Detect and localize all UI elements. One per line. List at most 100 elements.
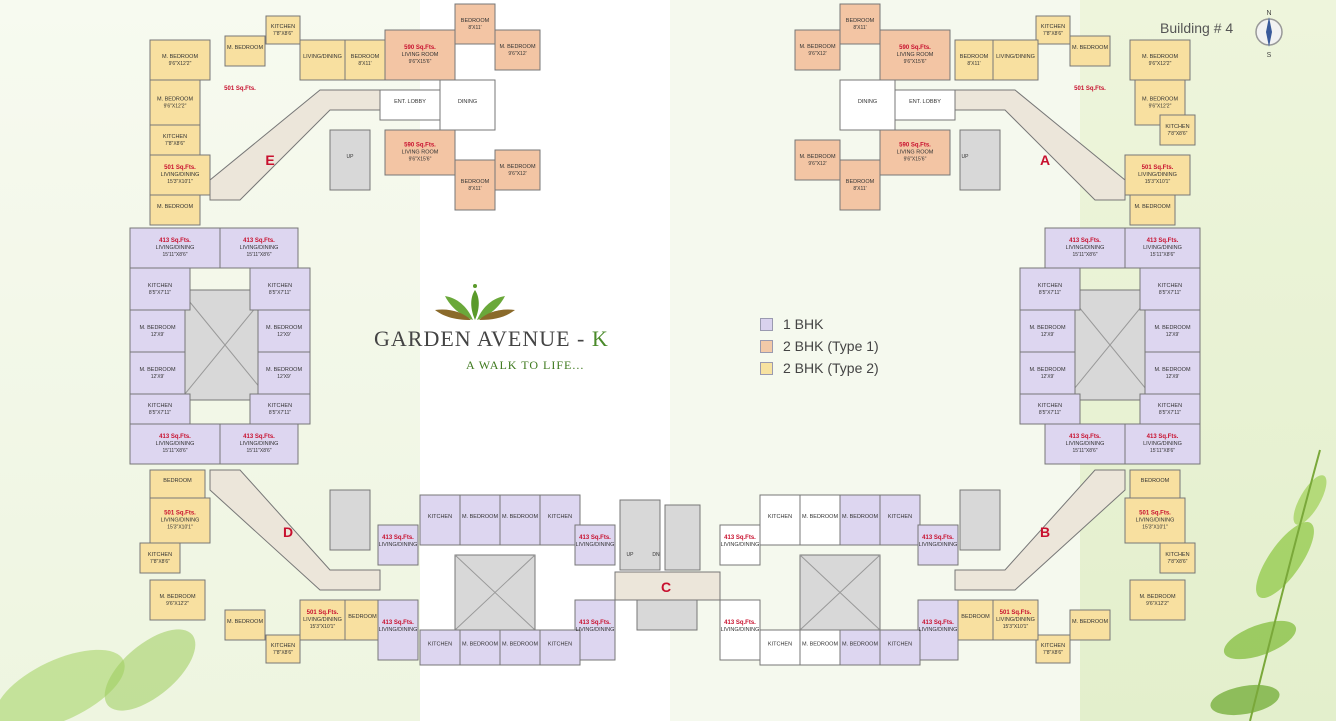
left-kitchen-1-title: KITCHEN: [148, 283, 172, 289]
wing-a-bedroom: [954, 39, 994, 81]
wing-a-stair: [959, 129, 1001, 191]
wing-d-corridor: [209, 469, 381, 591]
wing-a-kitchen: [1035, 15, 1071, 45]
garden-avenue-logo: [435, 284, 515, 320]
wing-d-living-2-dim: 15'3"X10'1": [310, 624, 336, 630]
right-mbed-2-title: M. BEDROOM: [1154, 325, 1190, 331]
wing-e-t1-bed-top-title: BEDROOM: [461, 18, 490, 24]
wing-e-t1-mbed-top-title: M. BEDROOM: [499, 44, 535, 50]
wing-e-ent-lobby-title: ENT. LOBBY: [394, 99, 426, 105]
right-mbed-3: [1019, 351, 1076, 395]
wing-a-mbed-4-title: M. BEDROOM: [1134, 204, 1170, 210]
wing-e-living-2-area: 501 Sq.Fts.: [164, 165, 196, 171]
right-unit-bot-2-area: 413 Sq.Fts.: [1147, 434, 1179, 440]
c-right-mbed-4-title: M. BEDROOM: [842, 642, 878, 648]
right-unit-top-2-dim: 15'11"X8'6": [1150, 252, 1175, 258]
wing-e-mbed-2-title: M. BEDROOM: [227, 45, 263, 51]
c-living-3: [574, 524, 616, 566]
wing-b-stair: [959, 489, 1001, 551]
c-right-mbed-4: [839, 629, 881, 666]
left-kitchen-2-dim: 8'5"X7'11": [269, 290, 292, 296]
wing-d-kitchen-title: KITCHEN: [148, 552, 172, 558]
right-unit-bot-2-dim: 15'11"X8'6": [1150, 448, 1175, 454]
wing-e-kitchen-2-dim: 7'8"X8'6": [165, 141, 185, 147]
c-mbed-1: [459, 494, 501, 546]
right-unit-bot-2-title: LIVING/DINING: [1143, 441, 1182, 447]
legend-swatch-1bhk: [760, 317, 773, 331]
left-mbed-1: [129, 309, 186, 353]
c-kitchen-1: [419, 494, 461, 546]
right-mbed-4-title: M. BEDROOM: [1154, 367, 1190, 373]
right-kitchen-2: [1139, 267, 1201, 311]
c-right-kitchen-4-title: KITCHEN: [888, 642, 912, 648]
wing-e-t1-mbed-bot-title: M. BEDROOM: [499, 164, 535, 170]
c-right-kitchen-1-title: KITCHEN: [768, 514, 792, 520]
right-kitchen-2-title: KITCHEN: [1158, 283, 1182, 289]
wing-b-bedroom-title: BEDROOM: [1141, 478, 1170, 484]
building-number: Building # 4: [1160, 20, 1234, 36]
wing-e-t1-living-bot-dim: 9'6"X15'6": [409, 157, 432, 163]
wing-a-mbed-title: M. BEDROOM: [1142, 54, 1178, 60]
left-mbed-2-title: M. BEDROOM: [266, 325, 302, 331]
wing-d-label: D: [283, 524, 293, 540]
wing-a-mbed-2-title: M. BEDROOM: [1072, 45, 1108, 51]
wing-a-t1-living-bot-title: LIVING ROOM: [897, 150, 934, 156]
wing-a-t1-bed-top-dim: 8'X11': [853, 25, 866, 31]
left-unit-bot-1-dim: 15'11"X8'6": [162, 448, 187, 454]
wing-a-t1-mbed-bot: [794, 139, 841, 181]
c-mbed-4-title: M. BEDROOM: [502, 642, 538, 648]
wing-b-mbed-title: M. BEDROOM: [1139, 594, 1175, 600]
wing-e-living-2-dim: 15'3"X10'1": [167, 179, 193, 185]
wing-a-bedroom-title: BEDROOM: [960, 54, 989, 60]
c-right-kitchen-3-title: KITCHEN: [768, 642, 792, 648]
left-unit-bot-1: [129, 423, 221, 465]
wing-a-mbed: [1129, 39, 1191, 81]
c-right-kitchen-4: [879, 629, 921, 666]
c-right-mbed-2: [839, 494, 881, 546]
right-mbed-1-title: M. BEDROOM: [1029, 325, 1065, 331]
wing-e-ent-lobby: [379, 89, 441, 121]
right-kitchen-4-dim: 8'5"X7'11": [1159, 410, 1182, 416]
right-mbed-2: [1144, 309, 1201, 353]
legend-row-2bhk-type1: 2 BHK (Type 1): [760, 335, 879, 357]
wing-e-t1-bed-bot: [454, 159, 496, 211]
legend-label-2bhk-type1: 2 BHK (Type 1): [783, 338, 879, 354]
wing-a-t1-mbed-top: [794, 29, 841, 71]
wing-b-kitchen: [1159, 542, 1196, 574]
c-mbed-4: [499, 629, 541, 666]
wing-e-kitchen-title: KITCHEN: [271, 24, 295, 30]
c-right-living-4: [917, 599, 959, 661]
wing-d-bedroom-2-title: BEDROOM: [348, 614, 377, 620]
wing-e-kitchen-dim: 7'8"X8'6": [273, 31, 293, 37]
right-mbed-3-title: M. BEDROOM: [1029, 367, 1065, 373]
wing-e-t1-dining: [439, 79, 496, 131]
c-right-living-4-title: LIVING/DINING: [919, 627, 958, 633]
wing-b-kitchen-2-title: KITCHEN: [1041, 643, 1065, 649]
left-unit-top-2-dim: 15'11"X8'6": [246, 252, 271, 258]
left-unit-top-2-area: 413 Sq.Fts.: [243, 238, 275, 244]
right-mbed-4: [1144, 351, 1201, 395]
left-unit-bot-2-area: 413 Sq.Fts.: [243, 434, 275, 440]
right-unit-top-1: [1044, 227, 1126, 269]
wing-e-mbed-4: [149, 194, 201, 226]
right-unit-bot-1-title: LIVING/DINING: [1066, 441, 1105, 447]
c-right-living-2: [719, 599, 761, 661]
left-kitchen-2-title: KITCHEN: [268, 283, 292, 289]
right-kitchen-4: [1139, 393, 1201, 425]
wing-a-living: [992, 39, 1039, 81]
c-kitchen-4-title: KITCHEN: [548, 642, 572, 648]
wing-e-t1-living-top-area: 590 Sq.Fts.: [404, 45, 436, 51]
wing-a-kitchen-2-title: KITCHEN: [1165, 124, 1189, 130]
wing-d-kitchen-2-title: KITCHEN: [271, 643, 295, 649]
wing-a-t1-bed-bot: [839, 159, 881, 211]
wing-a-living-2-area: 501 Sq.Fts.: [1142, 165, 1174, 171]
c-living-3-area: 413 Sq.Fts.: [579, 535, 611, 541]
wing-a-t1-mbed-top-dim: 9'6"X12': [808, 51, 826, 57]
wing-e-bedroom-title: BEDROOM: [351, 54, 380, 60]
wing-b-bedroom-2-title: BEDROOM: [961, 614, 990, 620]
left-unit-bot-2-dim: 15'11"X8'6": [246, 448, 271, 454]
wing-a-label: A: [1040, 152, 1050, 168]
right-kitchen-4-title: KITCHEN: [1158, 403, 1182, 409]
left-unit-top-1: [129, 227, 221, 269]
wing-d-living-title: LIVING/DINING: [161, 518, 200, 524]
